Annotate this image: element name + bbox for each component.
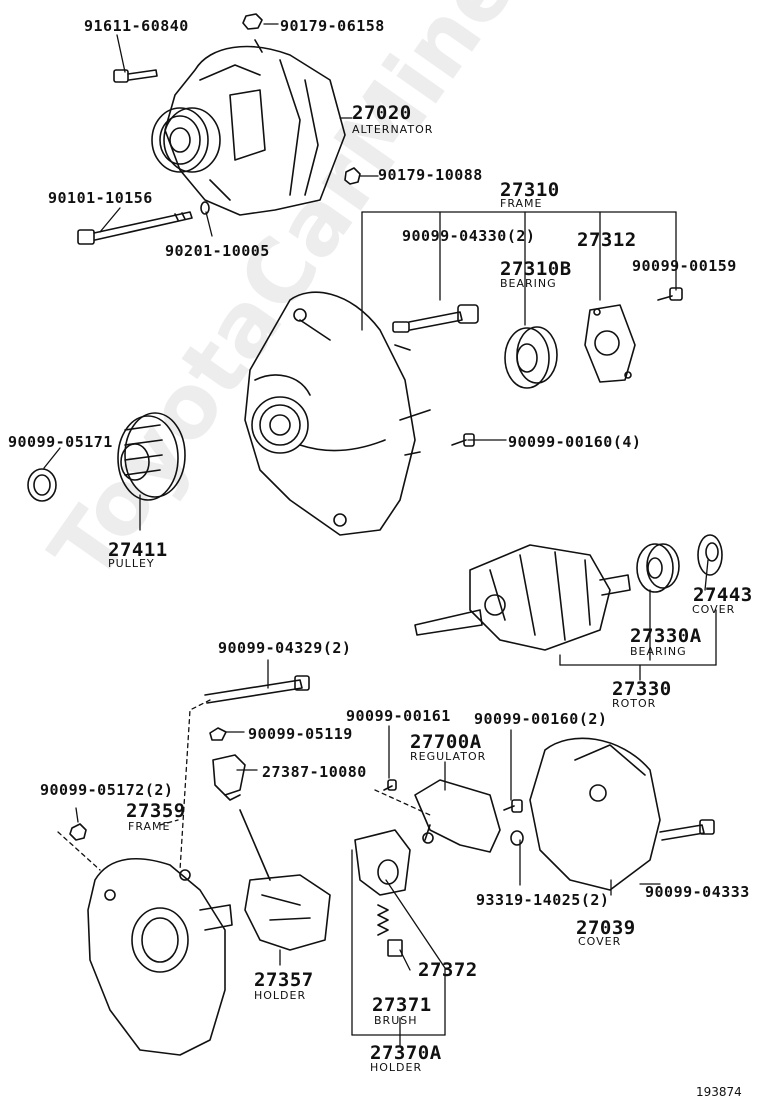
brush-27371-drawing [387, 939, 403, 957]
name-27357: HOLDER [254, 989, 307, 1002]
label-27443: 27443 [693, 584, 753, 606]
drive-end-frame-drawing [244, 291, 431, 536]
spring-27372-drawing [377, 904, 389, 936]
name-27020: ALTERNATOR [352, 123, 434, 136]
label-90099-04330: 90099-04330(2) [402, 227, 536, 245]
label-27020: 27020 [352, 102, 412, 124]
leader-lines [43, 23, 717, 1046]
regulator-27700A-drawing [414, 779, 501, 853]
terminal-insulator-27387-drawing [212, 754, 246, 801]
name-27310: FRAME [500, 197, 543, 210]
label-27700A: 27700A [410, 731, 482, 753]
bolt-90101-10156-drawing [77, 211, 193, 245]
nut-90179-06158-drawing [242, 13, 263, 30]
retainer-27312-drawing [584, 304, 636, 383]
label-90099-00160-2: 90099-00160(2) [474, 710, 608, 728]
label-90201-10005: 90201-10005 [165, 242, 270, 260]
name-27310B: BEARING [500, 277, 557, 290]
nut-90179-10088-drawing [344, 167, 361, 185]
label-27387-10080: 27387-10080 [262, 763, 367, 781]
brush-holder-27357-drawing [239, 809, 331, 951]
label-27330: 27330 [612, 678, 672, 700]
label-27371: 27371 [372, 994, 432, 1016]
brush-holder-27370A-drawing [354, 829, 411, 896]
label-27039: 27039 [576, 917, 636, 939]
bearing-27310B-drawing [504, 326, 558, 389]
nut-90099-05172-drawing [69, 823, 87, 841]
name-27359: FRAME [128, 820, 171, 833]
name-27700A: REGULATOR [410, 750, 487, 763]
pulley-27411-drawing [117, 412, 186, 501]
washer-90201-10005-drawing [200, 201, 210, 215]
label-27330A: 27330A [630, 625, 702, 647]
label-90099-05119: 90099-05119 [248, 725, 353, 743]
label-27357: 27357 [254, 969, 314, 991]
label-27312: 27312 [577, 229, 637, 251]
cover-27443-drawing [697, 534, 723, 576]
label-27370A: 27370A [370, 1042, 442, 1064]
label-90099-00160-4: 90099-00160(4) [508, 433, 642, 451]
name-27370A: HOLDER [370, 1061, 423, 1074]
bolt-91611-60840-drawing [113, 69, 158, 83]
name-27330A: BEARING [630, 645, 687, 658]
nut-90099-05171-drawing [27, 468, 57, 502]
bolt-90099-04329-drawing [204, 675, 310, 704]
label-27372: 27372 [418, 959, 478, 981]
label-90099-00159: 90099-00159 [632, 257, 737, 275]
label-90101-10156: 90101-10156 [48, 189, 153, 207]
bolt-90099-04333-drawing [659, 819, 715, 841]
screw-90099-00161-drawing [383, 779, 397, 791]
label-27310: 27310 [500, 179, 560, 201]
alternator-assembly-drawing [151, 39, 346, 216]
name-27039: COVER [578, 935, 622, 948]
label-90179-06158: 90179-06158 [280, 17, 385, 35]
washer-93319-drawing [510, 830, 524, 846]
diagram-code: 193874 [696, 1085, 742, 1099]
label-27310B: 27310B [500, 258, 572, 280]
bearing-27330A-drawing [636, 543, 680, 593]
label-91611-60840: 91611-60840 [84, 17, 189, 35]
label-90099-04333: 90099-04333 [645, 883, 750, 901]
name-27371: BRUSH [374, 1014, 418, 1027]
screw-90099-00159-drawing [657, 287, 683, 301]
label-90179-10088: 90179-10088 [378, 166, 483, 184]
label-90099-00161: 90099-00161 [346, 707, 451, 725]
label-90099-05172: 90099-05172(2) [40, 781, 174, 799]
bolt-90099-04330-drawing [392, 304, 479, 333]
label-90099-04329: 90099-04329(2) [218, 639, 352, 657]
name-27443: COVER [692, 603, 736, 616]
name-27330: ROTOR [612, 697, 657, 710]
label-90099-05171: 90099-05171 [8, 433, 113, 451]
label-27411: 27411 [108, 539, 168, 561]
label-27359: 27359 [126, 800, 186, 822]
nut-90099-05119-drawing [209, 727, 227, 741]
rear-frame-27359-drawing [87, 857, 233, 1056]
label-93319-14025: 93319-14025(2) [476, 891, 610, 909]
rotor-27330-drawing [414, 544, 631, 651]
rear-cover-27039-drawing [529, 737, 661, 891]
name-27411: PULLEY [108, 557, 155, 570]
screw-90099-00160-drawing [451, 433, 475, 447]
screw-90099-00160-2-drawing [503, 799, 523, 813]
